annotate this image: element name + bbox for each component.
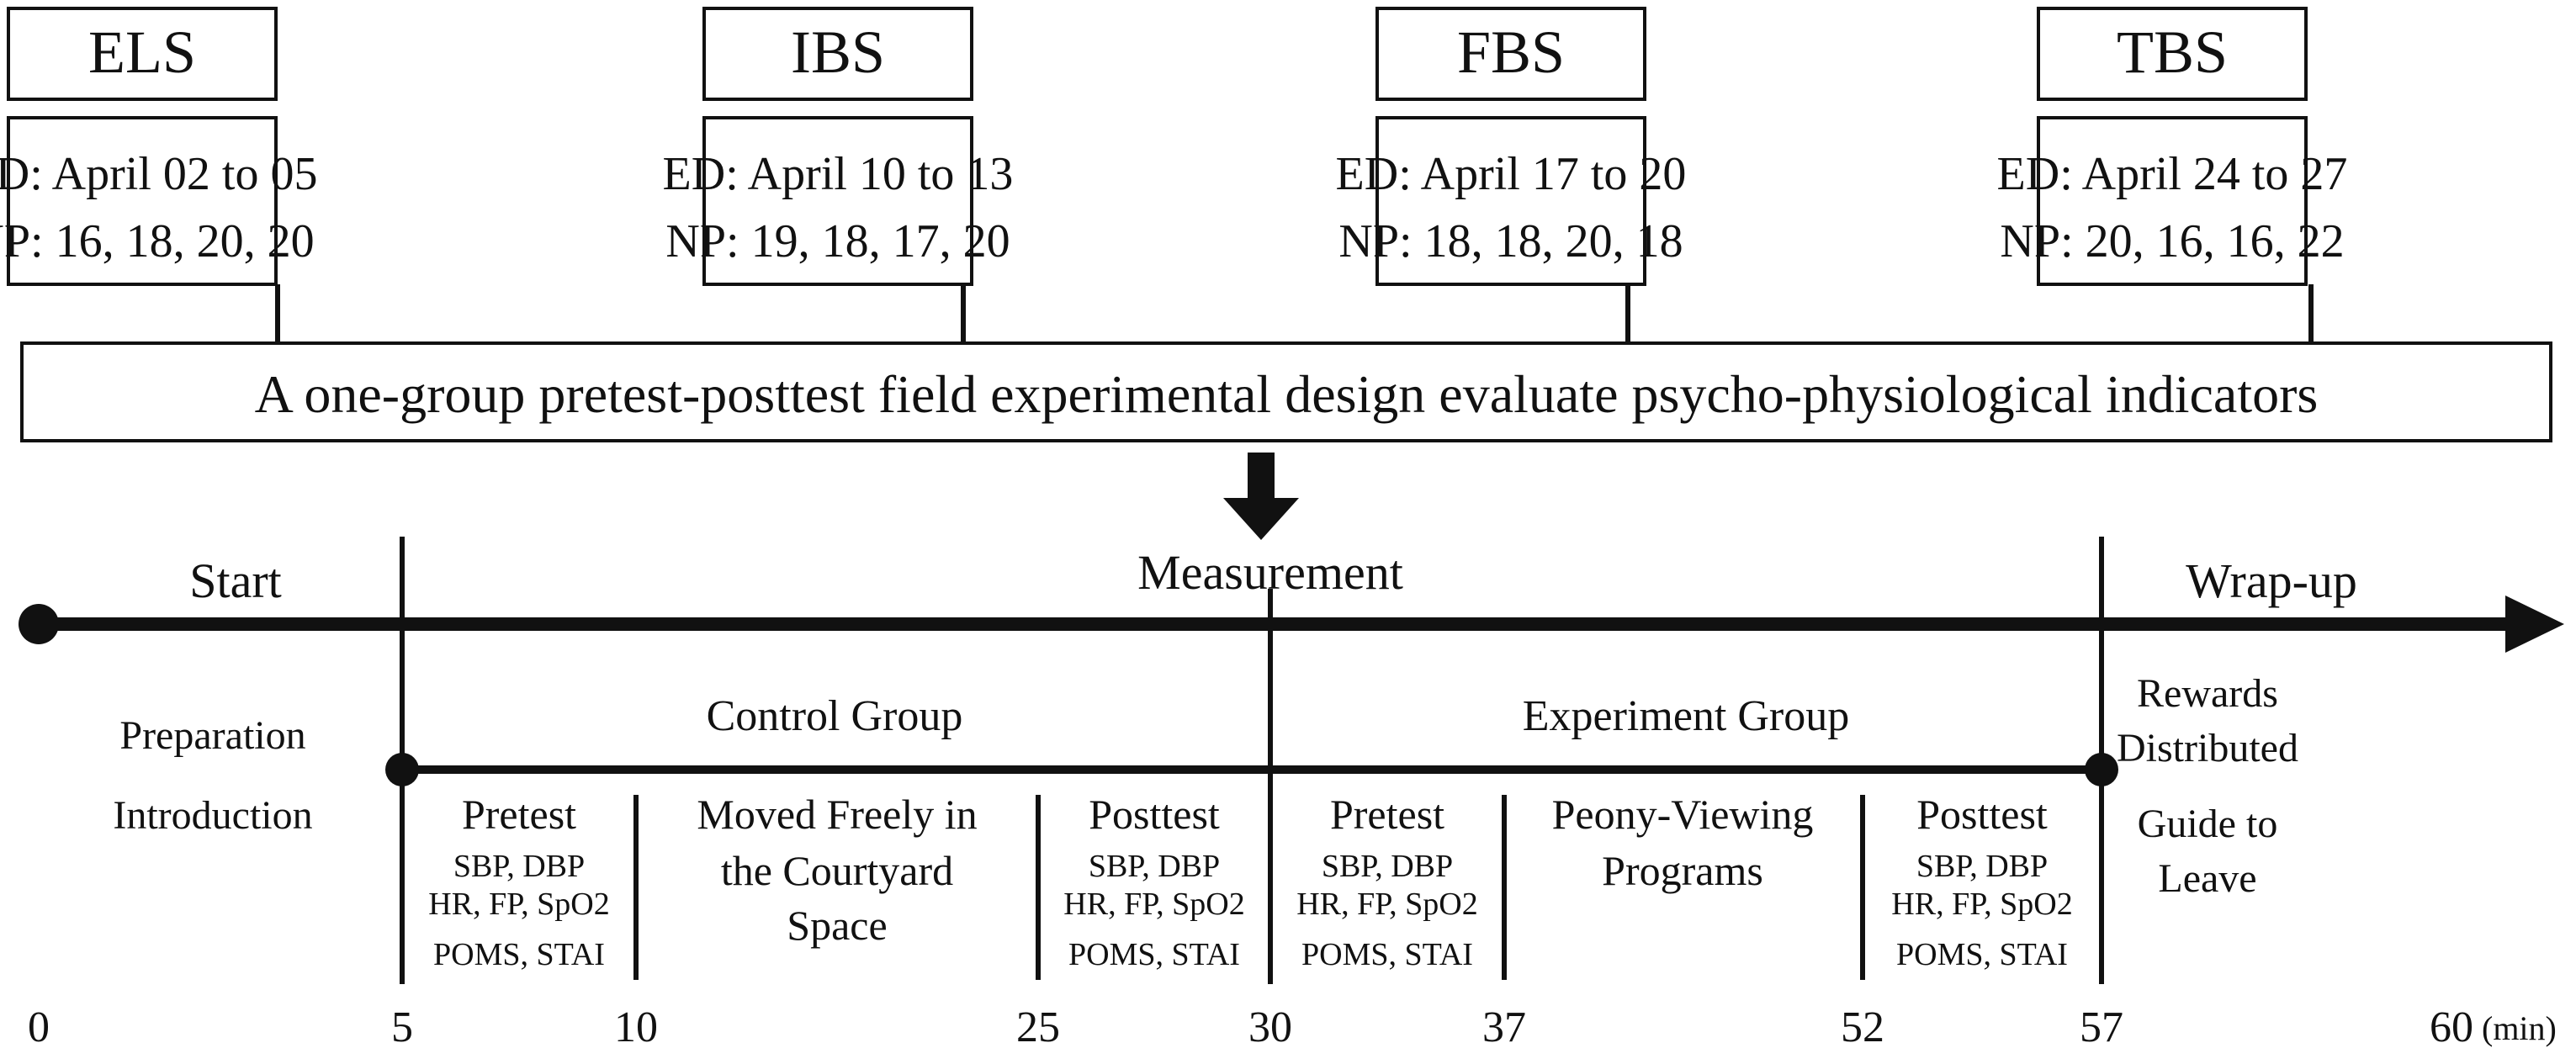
schedule-name: IBS [791, 19, 885, 86]
bar-start-dot [385, 753, 419, 786]
segment-line: POMS, STAI [433, 937, 605, 972]
schedule-participants: NP: 20, 16, 16, 22 [2000, 215, 2344, 267]
segment-line: POMS, STAI [1896, 937, 2068, 972]
tick-label: 25 [1016, 1003, 1060, 1051]
bar-end-dot [2085, 753, 2118, 786]
tick-label: 37 [1482, 1003, 1526, 1051]
guide-to-label: Guide to [2138, 802, 2278, 846]
rewards-label: Rewards [2137, 671, 2278, 716]
segment-peony-viewing: Peony-Viewing Programs [1552, 791, 1814, 894]
segment-title: Posttest [1089, 791, 1220, 838]
control-group-label: Control Group [707, 692, 963, 740]
schedule-dates: ED: April 02 to 05 [0, 148, 317, 200]
segment-line: HR, FP, SpO2 [428, 887, 609, 922]
segment-posttest-experiment: Posttest SBP, DBP HR, FP, SpO2 POMS, STA… [1891, 791, 2072, 972]
segment-title: Pretest [462, 791, 576, 838]
schedule-dates: ED: April 10 to 13 [663, 148, 1014, 200]
tick-label: 60 [2430, 1003, 2473, 1051]
segment-title: Posttest [1916, 791, 2048, 838]
segment-line: HR, FP, SpO2 [1063, 887, 1244, 922]
tick-label: 30 [1248, 1003, 1292, 1051]
segment-line: SBP, DBP [1089, 849, 1220, 884]
tick-label: 52 [1841, 1003, 1884, 1051]
time-axis: 0 5 10 25 30 37 52 57 60 (min) [28, 1003, 2557, 1051]
schedule-name: TBS [2117, 19, 2228, 86]
schedule-name-box [1375, 7, 1646, 101]
schedule-info-box [702, 116, 973, 286]
schedule-info-box [1375, 116, 1646, 286]
segment-line: SBP, DBP [1916, 849, 2048, 884]
leave-label: Leave [2158, 856, 2256, 901]
schedule-participants: NP: 18, 18, 20, 18 [1338, 215, 1683, 267]
segment-line: the Courtyard [721, 847, 953, 894]
schedule-name: ELS [88, 19, 196, 86]
segment-posttest-control: Posttest SBP, DBP HR, FP, SpO2 POMS, STA… [1063, 791, 1244, 972]
tick-label: 10 [614, 1003, 658, 1051]
segment-title: Pretest [1330, 791, 1444, 838]
segment-line: POMS, STAI [1068, 937, 1240, 972]
schedule-fbs: FBS ED: April 17 to 20 NP: 18, 18, 20, 1… [1336, 7, 1687, 343]
experiment-group-label: Experiment Group [1523, 692, 1849, 740]
segment-line: HR, FP, SpO2 [1296, 887, 1477, 922]
phase-wrapup: Wrap-up [2186, 553, 2357, 608]
distributed-label: Distributed [2117, 726, 2298, 770]
segment-line: HR, FP, SpO2 [1891, 887, 2072, 922]
tick-label: 0 [28, 1003, 50, 1051]
tick-label: 57 [2080, 1003, 2123, 1051]
introduction-label: Introduction [113, 793, 312, 838]
segment-line: SBP, DBP [1322, 849, 1453, 884]
design-banner-box [20, 341, 2552, 442]
segment-line: Moved Freely in [697, 791, 977, 838]
schedule-dates: ED: April 24 to 27 [1997, 148, 2348, 200]
phase-start: Start [189, 553, 282, 608]
schedule-participants: NP: 16, 18, 20, 20 [0, 215, 315, 267]
time-unit: (min) [2482, 1009, 2557, 1047]
segment-line: Programs [1602, 847, 1763, 894]
segment-line: Space [787, 902, 887, 949]
schedule-name-box [2037, 7, 2308, 101]
segment-free-movement: Moved Freely in the Courtyard Space [697, 791, 977, 949]
schedule-ibs: IBS ED: April 10 to 13 NP: 19, 18, 17, 2… [663, 7, 1014, 343]
schedule-tbs: TBS ED: April 24 to 27 NP: 20, 16, 16, 2… [1997, 7, 2348, 343]
schedule-info-box [2037, 116, 2308, 286]
preparation-label: Preparation [119, 713, 305, 758]
schedule-els: ELS ED: April 02 to 05 NP: 16, 18, 20, 2… [0, 7, 317, 343]
arrowhead-icon [2505, 596, 2564, 653]
segment-line: Peony-Viewing [1552, 791, 1814, 838]
schedule-name-box [7, 7, 278, 101]
schedule-dates: ED: April 17 to 20 [1336, 148, 1687, 200]
design-banner: A one-group pretest-posttest field exper… [255, 364, 2319, 424]
schedule-name: FBS [1457, 19, 1565, 86]
segment-pretest-experiment: Pretest SBP, DBP HR, FP, SpO2 POMS, STAI [1296, 791, 1477, 972]
schedule-participants: NP: 19, 18, 17, 20 [665, 215, 1010, 267]
segment-pretest-control: Pretest SBP, DBP HR, FP, SpO2 POMS, STAI [428, 791, 609, 972]
measurement-bar [385, 753, 2118, 786]
schedule-name-box [702, 7, 973, 101]
tick-label: 5 [391, 1003, 413, 1051]
down-arrow-icon [1223, 453, 1299, 540]
segment-line: POMS, STAI [1301, 937, 1473, 972]
schedule-info-box [7, 116, 278, 286]
segment-line: SBP, DBP [453, 849, 585, 884]
